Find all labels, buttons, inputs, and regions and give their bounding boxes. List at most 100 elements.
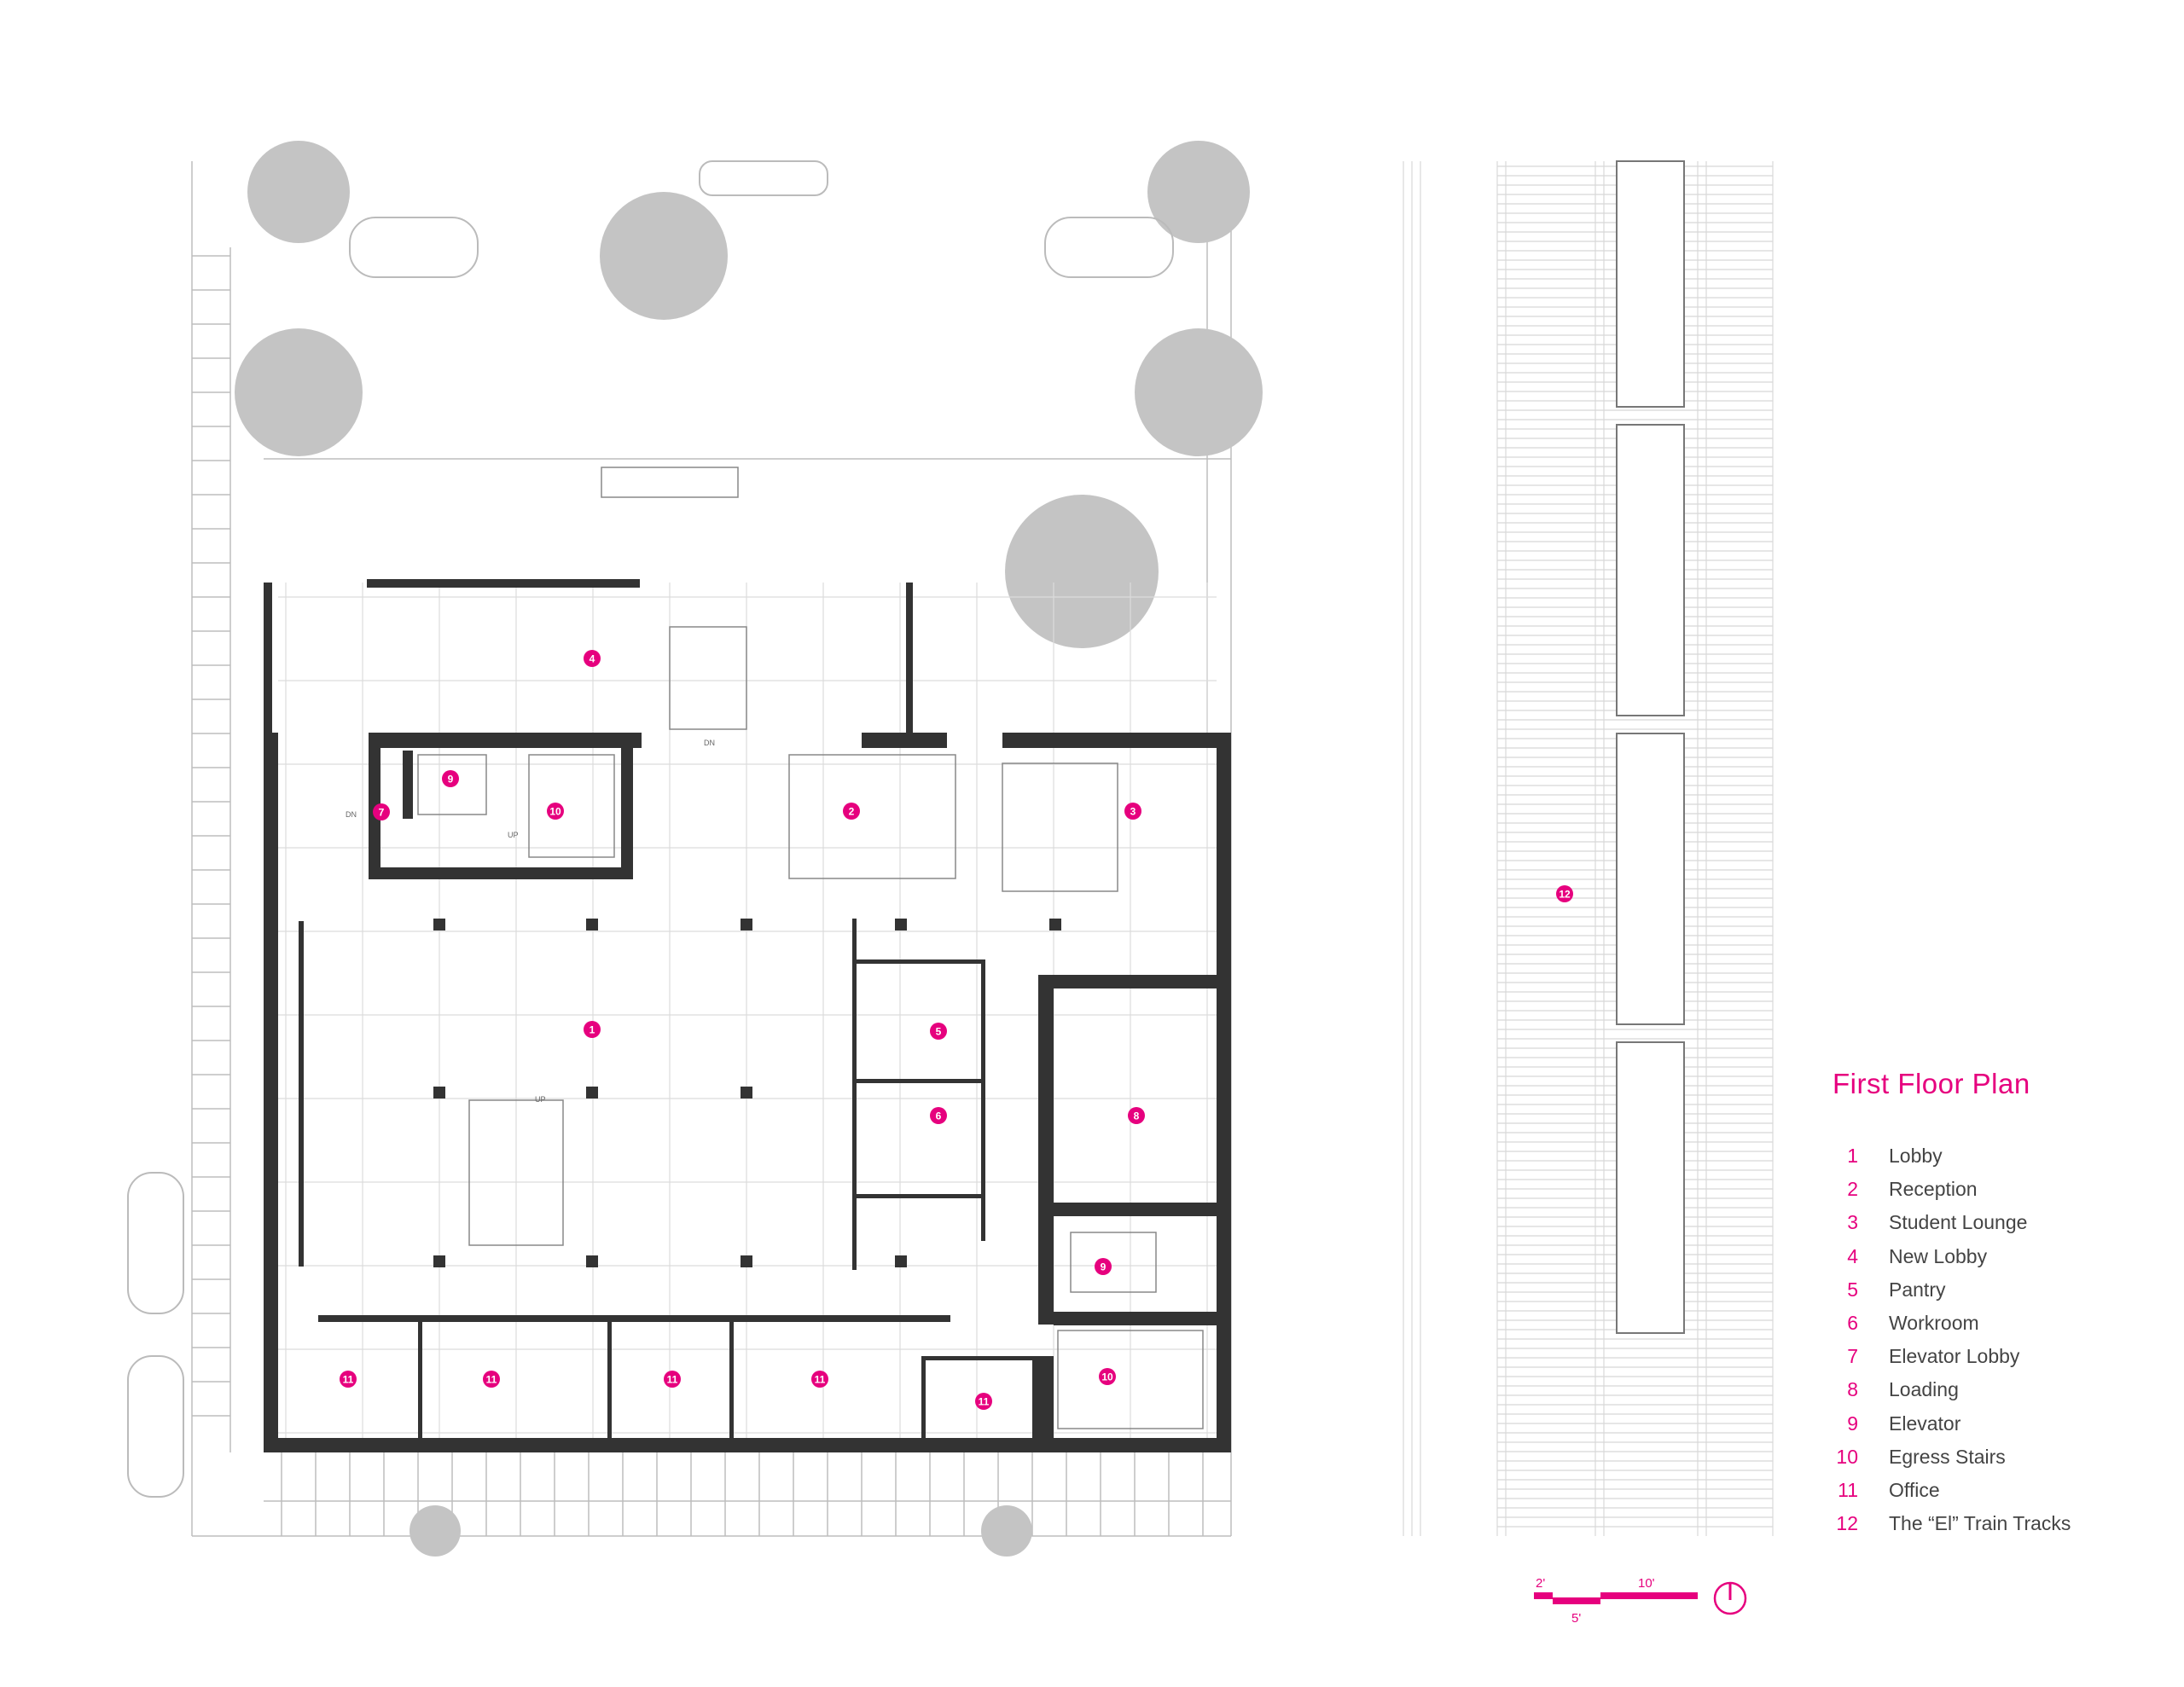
legend-label: Loading	[1889, 1378, 1959, 1401]
car-icon	[127, 1355, 184, 1498]
marker-dot	[1128, 1107, 1145, 1124]
marker-number: 2	[849, 806, 855, 818]
car-icon	[1044, 217, 1174, 278]
legend-number: 11	[1838, 1478, 1858, 1501]
marker-number: 11	[667, 1374, 678, 1386]
room-marker-10: 10	[1099, 1368, 1116, 1385]
legend-number: 5	[1847, 1278, 1858, 1301]
stair-label-up: UP	[535, 1095, 546, 1104]
legend-number: 10	[1836, 1445, 1858, 1468]
floor-grid	[278, 583, 1217, 1438]
legend-number: 8	[1847, 1378, 1858, 1401]
legend-label: The “El” Train Tracks	[1889, 1512, 2071, 1535]
marker-number: 10	[1101, 1371, 1113, 1383]
marker-dot	[483, 1371, 500, 1388]
train-car	[1616, 1041, 1685, 1334]
tree-icon	[410, 1505, 461, 1557]
room-marker-1: 1	[584, 1021, 601, 1038]
marker-number: 9	[448, 774, 454, 786]
marker-dot	[843, 803, 860, 820]
scale-label-5: 5'	[1571, 1611, 1581, 1626]
legend-label: Student Lounge	[1889, 1211, 2028, 1234]
scale-label-2: 2'	[1536, 1576, 1545, 1591]
stair-label-dn: DN	[346, 810, 357, 819]
marker-dot	[584, 650, 601, 667]
tree-icon	[1005, 495, 1159, 648]
legend-item: 9 Elevator	[1833, 1407, 2071, 1441]
room-marker-4: 4	[584, 650, 601, 667]
legend-number: 2	[1847, 1178, 1858, 1201]
legend-number: 9	[1847, 1412, 1858, 1435]
train-car	[1616, 160, 1685, 408]
marker-dot	[584, 1021, 601, 1038]
legend-item: 8 Loading	[1833, 1373, 2071, 1406]
reception-desk	[788, 754, 956, 879]
tree-icon	[247, 141, 350, 243]
marker-number: 12	[1559, 889, 1571, 901]
room-marker-11: 11	[483, 1371, 500, 1388]
room-marker-5: 5	[930, 1023, 947, 1040]
car-icon	[699, 160, 828, 196]
marker-number: 11	[486, 1374, 497, 1386]
legend-label: New Lobby	[1889, 1244, 1988, 1267]
lounge-rug	[1002, 762, 1118, 892]
marker-dot	[1124, 803, 1141, 820]
tree-icon	[981, 1505, 1032, 1557]
plan-title: First Floor Plan	[1833, 1068, 2030, 1099]
room-marker-11: 11	[975, 1393, 992, 1410]
cars	[127, 160, 1174, 1498]
room-marker-10: 10	[547, 803, 564, 820]
marker-number: 4	[590, 653, 595, 665]
elevator-cab	[1070, 1232, 1157, 1293]
trees	[235, 141, 1263, 1557]
room-marker-9: 9	[1095, 1258, 1112, 1275]
marker-number: 7	[379, 807, 385, 819]
scale-bar: 2' 5' 10'	[1534, 1576, 1747, 1626]
north-arrow-icon	[1713, 1581, 1747, 1615]
marker-number: 9	[1101, 1261, 1107, 1273]
el-train-tracks	[1403, 161, 1774, 1536]
room-marker-2: 2	[843, 803, 860, 820]
elevator-cab	[417, 754, 487, 815]
legend-item: 5 Pantry	[1833, 1273, 2071, 1307]
legend-label: Elevator	[1889, 1412, 1961, 1435]
room-marker-6: 6	[930, 1107, 947, 1124]
marker-number: 3	[1130, 806, 1136, 818]
legend-label: Office	[1889, 1478, 1940, 1501]
room-marker-11: 11	[811, 1371, 828, 1388]
marker-dot	[664, 1371, 681, 1388]
train-cars	[1616, 160, 1685, 1334]
train-car	[1616, 733, 1685, 1025]
legend-label: Pantry	[1889, 1278, 1946, 1301]
fixtures	[417, 467, 1204, 1429]
marker-dot	[930, 1107, 947, 1124]
floor-grate	[601, 467, 739, 498]
marker-number: 6	[936, 1110, 942, 1122]
column	[433, 919, 445, 930]
room-marker-11: 11	[664, 1371, 681, 1388]
tree-icon	[1135, 328, 1263, 456]
legend-item: 11 Office	[1833, 1474, 2071, 1507]
stair-label-up: UP	[508, 831, 519, 839]
room-marker-7: 7	[373, 803, 390, 820]
legend-label: Workroom	[1889, 1312, 1979, 1335]
room-marker-12: 12	[1556, 885, 1573, 902]
room-marker-8: 8	[1128, 1107, 1145, 1124]
marker-dot	[1099, 1368, 1116, 1385]
marker-number: 8	[1134, 1110, 1140, 1122]
marker-number: 11	[979, 1396, 990, 1408]
stair-label-dn: DN	[704, 739, 715, 747]
stair-icon	[1057, 1330, 1204, 1429]
walls	[264, 579, 1231, 1452]
marker-dot	[930, 1023, 947, 1040]
train-car	[1616, 424, 1685, 716]
car-icon	[127, 1172, 184, 1314]
room-marker-3: 3	[1124, 803, 1141, 820]
